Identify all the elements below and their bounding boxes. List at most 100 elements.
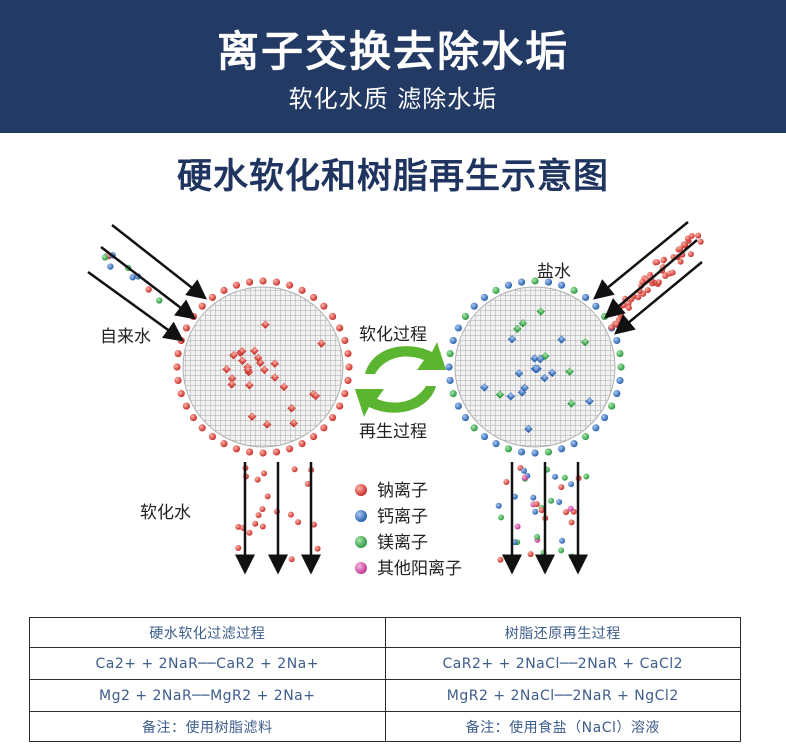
ion-particle [653, 259, 660, 266]
ion-particle [260, 365, 269, 375]
banner-subtitle: 软化水质 滤除水垢 [288, 85, 498, 113]
ion-particle [220, 286, 228, 294]
label-brine: 盐水 [537, 262, 571, 282]
ion-particle [581, 293, 590, 302]
ion-particle [495, 390, 505, 399]
ion-particle [245, 381, 254, 390]
ion-particle [568, 519, 575, 526]
ion-particle [255, 512, 262, 519]
legend-label-magnesium: 镁离子 [377, 533, 428, 553]
ion-particle [279, 382, 289, 392]
ion-particle [514, 523, 521, 530]
ion-particle [311, 391, 321, 401]
ion-particle [298, 440, 306, 448]
table-header-row: 硬水软化过滤过程 树脂还原再生过程 [29, 617, 741, 648]
ion-particle [613, 389, 621, 398]
ion-particle [581, 432, 590, 441]
ion-particle [567, 505, 574, 512]
ion-particle [616, 376, 624, 385]
ion-particle [613, 336, 621, 345]
legend-label-sodium: 钠离子 [377, 481, 428, 501]
ion-particle [173, 363, 181, 371]
ion-particle [531, 364, 541, 374]
ion-particle [288, 556, 295, 563]
ion-particle [287, 404, 296, 413]
ion-particle [295, 519, 302, 526]
ion-particle [261, 470, 268, 477]
ion-particle [264, 493, 271, 500]
legend-dot-sodium [355, 484, 367, 496]
ion-particle [254, 476, 261, 483]
ion-particle [498, 514, 505, 521]
soft-water-arrows [235, 462, 321, 575]
ion-particle [568, 553, 575, 560]
ion-particle [600, 413, 609, 422]
table-cell: Mg2 + 2NaR──MgR2 + 2Na+ [29, 679, 386, 712]
ion-particle [608, 402, 616, 410]
reaction-table: 硬水软化过滤过程 树脂还原再生过程 Ca2+ + 2NaR──CaR2 + 2N… [29, 617, 741, 742]
ion-particle [517, 278, 526, 286]
ion-particle [320, 302, 328, 310]
ion-particle [182, 402, 190, 410]
ion-particle [565, 367, 574, 376]
ion-particle [344, 349, 352, 358]
ion-particle [532, 508, 539, 515]
ion-particle [229, 351, 238, 360]
ion-particle [243, 365, 253, 375]
ion-particle [309, 432, 318, 441]
legend-label-calcium: 钙离子 [377, 507, 428, 527]
ion-particle [655, 279, 662, 286]
ion-particle [625, 304, 632, 311]
ion-particle [558, 547, 565, 554]
legend: 钠离子 钙离子 镁离子 其他阳离子 [355, 481, 462, 579]
ion-particle [562, 509, 569, 516]
ion-particle [247, 412, 257, 421]
ion-particle [285, 445, 294, 453]
ion-particle [695, 232, 702, 239]
ion-particle [548, 497, 555, 504]
ion-particle [677, 258, 684, 265]
ion-particle [527, 551, 534, 558]
banner-title: 离子交换去除水垢 [216, 27, 569, 76]
table-note: 备注：使用食盐（NaCl）溶液 [384, 711, 741, 742]
ion-particle [669, 269, 676, 276]
ion-particle [504, 445, 513, 453]
ion-particle [107, 263, 114, 270]
ion-particle [445, 363, 453, 371]
ion-particle [492, 440, 500, 448]
ion-exchange-diagram: 自来水 盐水 软化过程 再生过程 软化水 钠离子 钙离子 镁离子 其他阳离子 [87, 221, 704, 579]
ion-particle [520, 467, 527, 474]
ion-particle [497, 556, 504, 563]
ion-particle [559, 537, 566, 544]
ion-particle [544, 448, 553, 456]
ion-particle [697, 238, 704, 245]
ion-particle [174, 376, 182, 385]
ion-particle [222, 364, 231, 374]
ion-particle [533, 501, 540, 508]
ion-particle [270, 359, 280, 368]
ion-particle [174, 349, 182, 358]
ion-particle [521, 474, 528, 481]
ion-particle [245, 448, 254, 456]
table-cell: MgR2 + 2NaCl──2NaR + NgCl2 [384, 679, 741, 712]
diagram-title: 硬水软化和树脂再生示意图 [176, 157, 609, 197]
header-regeneration: 树脂还原再生过程 [384, 617, 741, 648]
ion-particle [336, 402, 344, 410]
ion-particle [662, 273, 669, 280]
ion-particle [341, 336, 349, 345]
ion-particle [304, 480, 311, 487]
ion-particle [252, 520, 259, 527]
ion-particle [198, 424, 206, 432]
brine-arrows [593, 221, 703, 335]
ion-particle [101, 254, 109, 261]
ion-particle [262, 420, 272, 429]
ion-particle [270, 373, 280, 382]
ion-particle [345, 363, 353, 371]
ion-particle [232, 281, 241, 289]
ion-particle [557, 335, 566, 344]
ion-particle [681, 241, 688, 248]
ion-particle [531, 277, 539, 285]
ion-particle [314, 545, 321, 552]
ion-particle [454, 402, 462, 410]
ion-particle [145, 286, 152, 293]
